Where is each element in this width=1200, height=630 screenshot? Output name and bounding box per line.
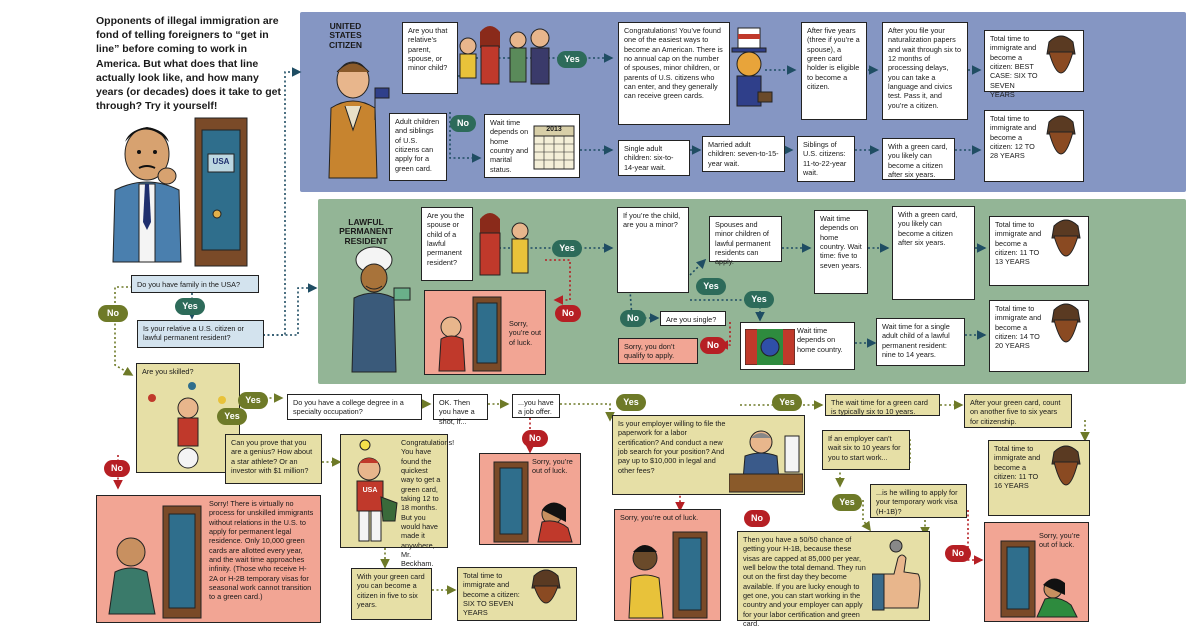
sorry-employer-text: Sorry, you’re out of luck. — [620, 513, 699, 522]
single-adult-children-wait: Single adult children: six-to-14-year wa… — [618, 140, 690, 176]
calendar-year: 2013 — [546, 126, 562, 133]
turban-man-illustration — [340, 240, 418, 375]
yes-parent[interactable]: Yes — [557, 51, 587, 68]
couple-illustration — [470, 207, 542, 281]
total-11-13: Total time to immigrate and become a cit… — [989, 216, 1089, 286]
after-green-card: After your green card, count on another … — [964, 394, 1072, 428]
yes-single[interactable]: Yes — [744, 291, 774, 308]
total-12-28: Total time to immigrate and become a cit… — [984, 110, 1084, 182]
man-at-door-illustration: USA — [105, 112, 260, 267]
yes-skilled-degree[interactable]: Yes — [238, 392, 268, 409]
question-h1b[interactable]: ...is he willing to apply for your tempo… — [870, 484, 967, 518]
after-five-years: After five years (three if you’re a spou… — [801, 22, 867, 120]
question-employer-labor-cert[interactable]: Is your employer willing to file the pap… — [612, 415, 805, 495]
question-relative-status[interactable]: Is your relative a U.S. citizen or lawfu… — [137, 320, 264, 348]
no-parent[interactable]: No — [450, 115, 476, 132]
family-illustration — [448, 22, 558, 94]
congrats-genius: Congratulations! You have found the quic… — [340, 434, 454, 568]
question-parent-spouse[interactable]: Are you that relative’s parent, spouse, … — [402, 22, 458, 94]
no-job-offer[interactable]: No — [522, 430, 548, 447]
green-card-five-six: With your green card you can become a ci… — [351, 568, 432, 620]
sorry-employer: Sorry, you’re out of luck. — [614, 509, 721, 621]
wait-six-ten: The wait time for a green card is typica… — [825, 394, 940, 416]
yes-lpr[interactable]: Yes — [552, 240, 582, 257]
total-six-seven: Total time to immigrate and become a cit… — [457, 567, 577, 621]
sorry-h1b-text: Sorry, you’re out of luck. — [1039, 531, 1080, 550]
no-single[interactable]: No — [700, 337, 726, 354]
wait-five-seven: Wait time depends on home country. Wait … — [814, 210, 868, 294]
intro-text: Opponents of illegal immigration are fon… — [96, 15, 281, 113]
ok-shot: OK. Then you have a shot, if... — [433, 394, 488, 426]
congrats-citizen-relative: Congratulations! You’ve found one of the… — [618, 22, 730, 125]
spouses-minor-children: Spouses and minor children of lawful per… — [709, 216, 782, 266]
sorry-no-offer: Sorry, you’re out of luck. — [479, 453, 581, 545]
sorry-unskilled: Sorry! There is virtually no process for… — [96, 495, 321, 623]
total-11-16: Total time to immigrate and become a cit… — [988, 440, 1090, 516]
old-man-door-illustration — [438, 296, 502, 372]
h1b-chance-text: Then you have a 50/50 chance of getting … — [743, 535, 866, 628]
not-qualify: Sorry, you don’t qualify to apply. — [618, 338, 698, 364]
siblings-wait: Siblings of U.S. citizens: 11-to-22-year… — [797, 136, 855, 182]
employer-desk-illustration — [729, 430, 803, 493]
employer-cant-wait: If an employer can’t wait six to 10 year… — [822, 430, 910, 470]
total-14-20: Total time to immigrate and become a cit… — [989, 300, 1089, 372]
yes-employer[interactable]: Yes — [772, 394, 802, 411]
door-label: USA — [212, 157, 230, 166]
lpr-green-card-six: With a green card, you likely can become… — [892, 206, 975, 300]
sorry-h1b: Sorry, you’re out of luck. — [984, 522, 1089, 622]
woman-door-h1b-illustration — [1000, 540, 1078, 618]
adult-children-siblings: Adult children and siblings of U.S. citi… — [389, 113, 447, 181]
sorry-lpr-text: Sorry, you’re out of luck. — [509, 319, 542, 347]
juggler-illustration — [142, 378, 236, 470]
job-offer: ...you have a job offer. — [512, 394, 560, 418]
green-card-citizen-six: With a green card, you likely can become… — [882, 138, 955, 180]
citizen-title: UNITED STATES CITIZEN — [328, 21, 363, 50]
h1b-chance: Then you have a 50/50 chance of getting … — [737, 531, 930, 628]
question-employer-text: Is your employer willing to file the pap… — [618, 419, 726, 475]
no-h1b[interactable]: No — [945, 545, 971, 562]
man-door-unskilled-illustration — [108, 505, 202, 619]
wait-home-country: Wait time depends on home country. — [740, 322, 855, 370]
sorry-no-offer-text: Sorry, you’re out of luck. — [532, 457, 573, 476]
citizen-man-illustration — [315, 50, 395, 180]
no-skilled[interactable]: No — [104, 460, 130, 477]
no-employer[interactable]: No — [744, 510, 770, 527]
lpr-title: LAWFUL PERMANENT RESIDENT — [339, 217, 393, 246]
single-adult-child-wait: Wait time for a single adult child of a … — [876, 318, 965, 366]
athlete-illustration — [356, 439, 398, 542]
calendar-illustration: 2013 — [533, 122, 575, 170]
jersey-label: USA — [362, 487, 378, 494]
yes-h1b[interactable]: Yes — [832, 494, 862, 511]
question-minor[interactable]: If you’re the child, are you a minor? — [617, 207, 689, 293]
thumbs-up-illustration — [872, 539, 921, 611]
no-minor[interactable]: No — [620, 310, 646, 327]
question-college-degree[interactable]: Do you have a college degree in a specia… — [287, 394, 422, 420]
flag-illustration — [745, 329, 795, 365]
wait-home-country-text: Wait time depends on home country. — [797, 326, 843, 354]
total-best-case: Total time to immigrate and become a cit… — [984, 30, 1084, 99]
woman-door-illustration — [493, 461, 573, 543]
yes-minor[interactable]: Yes — [696, 278, 726, 295]
yes-job-offer[interactable]: Yes — [616, 394, 646, 411]
question-genius[interactable]: Can you prove that you are a genius? How… — [225, 434, 322, 484]
question-spouse-child-lpr[interactable]: Are you the spouse or child of a lawful … — [421, 207, 473, 281]
congrats-genius-text: Congratulations! You have found the quic… — [401, 438, 455, 569]
man-door-employer-illustration — [628, 531, 708, 619]
no-family[interactable]: No — [98, 305, 128, 322]
married-adult-children-wait: Married adult children: seven-to-15-year… — [702, 136, 785, 172]
sorry-unskilled-text: Sorry! There is virtually no process for… — [209, 499, 314, 602]
naturalization: After you file your naturalization paper… — [882, 22, 968, 120]
no-lpr[interactable]: No — [555, 305, 581, 322]
question-single[interactable]: Are you single? — [660, 311, 726, 326]
uncle-sam-illustration — [720, 26, 778, 126]
yes-family[interactable]: Yes — [175, 298, 205, 315]
sorry-lpr: Sorry, you’re out of luck. — [424, 290, 546, 375]
yes-skilled-genius[interactable]: Yes — [217, 408, 247, 425]
question-family[interactable]: Do you have family in the USA? — [131, 275, 259, 293]
